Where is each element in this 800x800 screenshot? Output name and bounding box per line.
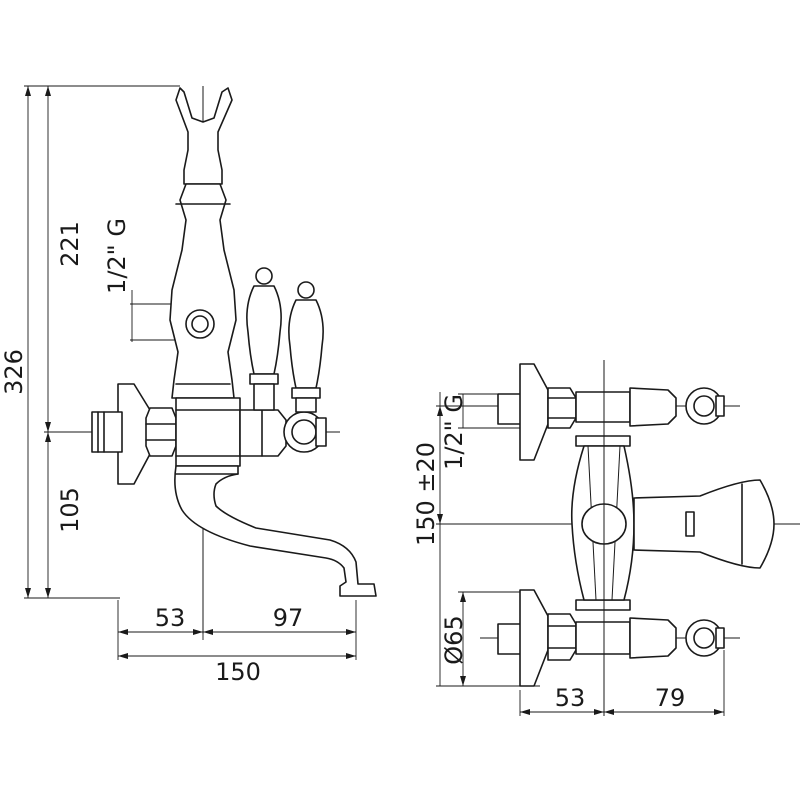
top-view: 1/2" G 150 ±20 Ø65 xyxy=(412,360,800,716)
top-lower-inlet xyxy=(480,589,740,687)
side-left-offset-label: 53 xyxy=(155,604,186,632)
side-view: 326 221 105 1/2" G xyxy=(0,85,377,686)
side-thread-label: 1/2" G xyxy=(103,218,131,294)
side-lever-left xyxy=(246,267,282,411)
total-height-label: 326 xyxy=(0,349,28,395)
lower-height-label: 105 xyxy=(56,487,84,533)
upper-height-label: 221 xyxy=(56,221,84,267)
side-spout xyxy=(174,465,377,597)
side-right-offset-label: 97 xyxy=(273,604,304,632)
flange-diameter-label: Ø65 xyxy=(440,615,468,664)
side-lever-right xyxy=(288,281,324,413)
top-horizontal-dimensions xyxy=(519,650,725,716)
shower-holder-hook xyxy=(175,87,233,185)
side-valve-block xyxy=(239,409,287,457)
top-central-body xyxy=(570,435,775,611)
top-left-offset-label: 53 xyxy=(555,684,586,712)
side-hex-nut xyxy=(145,407,177,457)
side-horizontal-dimensions xyxy=(117,600,357,660)
center-distance-label: 150 ±20 xyxy=(412,442,440,546)
upright-column xyxy=(169,183,237,399)
top-upper-inlet xyxy=(480,363,740,461)
side-total-width-label: 150 xyxy=(215,658,261,686)
side-outlet-hole xyxy=(191,315,209,333)
top-right-offset-label: 79 xyxy=(655,684,686,712)
top-thread-label: 1/2" G xyxy=(440,394,468,470)
side-valve-cap-inner xyxy=(291,419,317,445)
side-vertical-dimensions xyxy=(24,85,180,599)
